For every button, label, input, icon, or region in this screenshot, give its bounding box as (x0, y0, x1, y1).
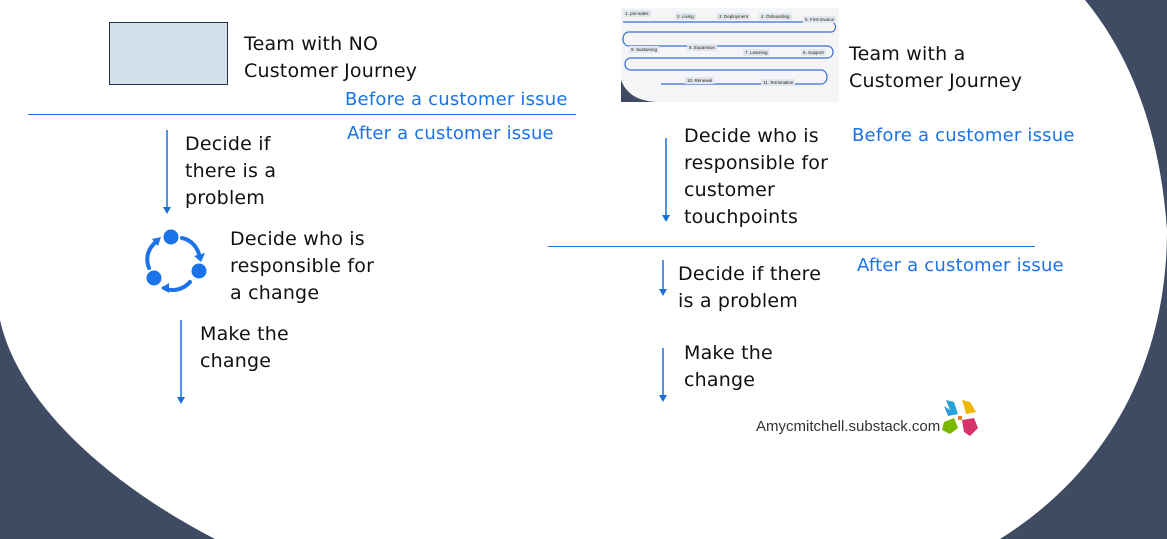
left-step1-line2: there is a (185, 160, 277, 182)
stage-4: 4. Onboarding (759, 13, 792, 20)
right-step3-line2: change (684, 369, 756, 391)
placeholder-image-box (109, 22, 228, 85)
left-arrow-2 (177, 320, 185, 404)
cycle-icon (145, 229, 207, 293)
left-title-line1: Team with NO (244, 33, 379, 55)
right-step3: Make the change (684, 340, 773, 394)
left-step1-line1: Decide if (185, 133, 271, 155)
right-step1-line1: Decide who is (684, 125, 819, 147)
right-arrow-2 (659, 260, 667, 296)
customer-journey-thumbnail: 1. pre-sales 2. Living 3. Deployment 4. … (621, 8, 839, 102)
left-step1: Decide if there is a problem (185, 131, 276, 212)
stage-8: 8. Expansion (687, 44, 718, 51)
left-after-label: After a customer issue (347, 123, 554, 144)
left-step1-line3: problem (185, 187, 266, 209)
right-title-line2: Customer Journey (849, 70, 1023, 92)
left-step2-line2: responsible for (230, 255, 375, 277)
left-step3: Make the change (200, 321, 289, 375)
left-step2-line1: Decide who is (230, 228, 365, 250)
left-step3-line1: Make the (200, 323, 289, 345)
left-arrow-1 (163, 130, 171, 214)
stage-1: 1. pre-sales (623, 10, 651, 17)
left-divider-line (28, 114, 576, 115)
left-title-line2: Customer Journey (244, 60, 418, 82)
right-step2-line2: is a problem (678, 290, 798, 312)
right-arrow-3 (659, 348, 667, 402)
stage-3: 3. Deployment (717, 13, 751, 20)
left-before-label: Before a customer issue (345, 89, 568, 110)
left-title: Team with NO Customer Journey (244, 31, 417, 85)
stage-9: 9. Sustaining (629, 46, 660, 53)
right-corner-shape (1000, 0, 1167, 539)
stage-7: 7. Learning (743, 49, 770, 56)
right-title: Team with a Customer Journey (849, 41, 1022, 95)
left-step3-line2: change (200, 350, 272, 372)
stage-11: 11. Termination (761, 79, 796, 86)
right-step2: Decide if there is a problem (678, 261, 821, 315)
right-step1-line4: touchpoints (684, 206, 799, 228)
stage-5: 5. First invoice (803, 16, 837, 23)
right-title-line1: Team with a (849, 43, 966, 65)
colorful-hands-logo (940, 398, 980, 440)
watermark-text: Amycmitchell.substack.com (756, 418, 941, 435)
left-step2-line3: a change (230, 282, 320, 304)
right-arrow-1 (662, 138, 670, 222)
right-step1-line3: customer (684, 179, 776, 201)
right-after-label: After a customer issue (857, 255, 1064, 276)
right-step1-line2: responsible for (684, 152, 829, 174)
stage-2: 2. Living (675, 13, 696, 20)
right-divider-line (548, 246, 1035, 247)
left-corner-shape (0, 320, 215, 539)
right-step3-line1: Make the (684, 342, 773, 364)
left-step2: Decide who is responsible for a change (230, 226, 374, 307)
right-before-label: Before a customer issue (852, 125, 1075, 146)
stage-6: 6. Support (801, 49, 826, 56)
journey-path (621, 21, 837, 102)
right-step2-line1: Decide if there (678, 263, 822, 285)
stage-10: 10. Renewal (685, 77, 715, 84)
right-step1: Decide who is responsible for customer t… (684, 123, 828, 231)
